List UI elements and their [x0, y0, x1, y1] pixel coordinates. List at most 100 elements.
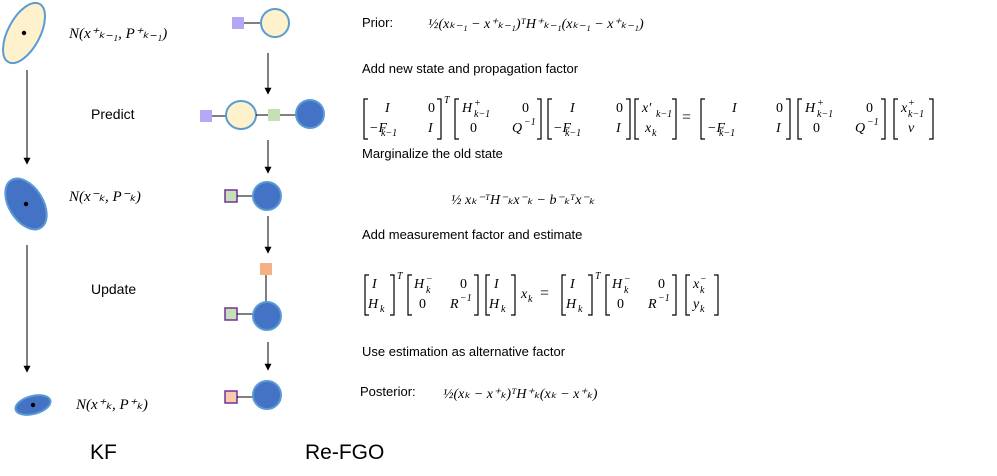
svg-text:0: 0	[419, 297, 426, 312]
svg-text:k−1: k−1	[565, 128, 581, 139]
svg-text:I: I	[569, 101, 576, 116]
svg-text:+: +	[474, 98, 481, 109]
equation-prior: ½(xₖ₋₁ − x⁺ₖ₋₁)ᵀH⁺ₖ₋₁(xₖ₋₁ − x⁺ₖ₋₁)	[428, 17, 644, 32]
svg-text:R: R	[449, 297, 459, 312]
svg-text:H: H	[461, 101, 473, 116]
svg-text:I: I	[384, 101, 391, 116]
svg-text:x: x	[692, 277, 700, 292]
kf-column: N(x⁺ₖ₋₁, P⁺ₖ₋₁) N(x⁻ₖ, P⁻ₖ) N(x⁺ₖ, P⁺ₖ) …	[2, 1, 167, 464]
svg-text:0: 0	[428, 101, 435, 116]
svg-text:I: I	[775, 121, 782, 136]
step-add-measurement: Add measurement factor and estimate	[362, 227, 582, 242]
prior-factor-2	[200, 110, 212, 122]
old-state-node	[225, 100, 257, 130]
label-prior: Prior:	[362, 15, 393, 30]
step-add-state: Add new state and propagation factor	[362, 61, 579, 76]
step-use-estimation: Use estimation as alternative factor	[362, 344, 566, 359]
svg-text:−: −	[624, 274, 631, 285]
svg-text:k: k	[426, 285, 431, 296]
equation-predict-matrix: I 0 −F k−1 I T H + k−1 0 0 Q −1 I 0 −F k…	[363, 95, 934, 140]
svg-text:x: x	[644, 121, 652, 136]
svg-text:0: 0	[813, 121, 820, 136]
svg-text:−1: −1	[524, 117, 536, 128]
svg-text:k−1: k−1	[474, 109, 490, 120]
svg-text:I: I	[371, 277, 378, 292]
svg-text:I: I	[615, 121, 622, 136]
svg-text:=: =	[682, 109, 691, 126]
svg-text:I: I	[427, 121, 434, 136]
marginal-factor-2	[224, 307, 238, 321]
prior-state-node	[260, 8, 290, 38]
svg-text:k−1: k−1	[908, 109, 924, 120]
svg-text:y: y	[691, 297, 700, 312]
svg-text:x′: x′	[641, 101, 652, 116]
svg-text:H: H	[565, 297, 577, 312]
svg-text:+: +	[817, 98, 824, 109]
step-marginalize: Marginalize the old state	[362, 146, 503, 161]
svg-text:Q: Q	[855, 121, 865, 136]
kf-prior-ellipse	[2, 1, 46, 65]
svg-text:H: H	[611, 277, 623, 292]
kf-state-posterior: N(x⁺ₖ, P⁺ₖ)	[75, 397, 148, 413]
svg-text:−1: −1	[658, 293, 670, 304]
svg-text:H: H	[488, 297, 500, 312]
svg-text:0: 0	[866, 101, 873, 116]
label-update: Update	[91, 281, 136, 297]
svg-text:T: T	[595, 271, 602, 282]
svg-text:k−1: k−1	[381, 128, 397, 139]
svg-text:−: −	[700, 274, 707, 285]
svg-text:k−1: k−1	[817, 109, 833, 120]
marginalized-state-node	[252, 181, 282, 211]
svg-text:T: T	[397, 271, 404, 282]
svg-text:I: I	[569, 277, 576, 292]
svg-text:H: H	[413, 277, 425, 292]
svg-text:0: 0	[776, 101, 783, 116]
svg-text:−1: −1	[867, 117, 879, 128]
equation-posterior: ½(xₖ − x⁺ₖ)ᵀH⁺ₖ(xₖ − x⁺ₖ)	[443, 387, 598, 402]
svg-text:k: k	[501, 304, 506, 315]
svg-text:R: R	[647, 297, 657, 312]
svg-text:−F: −F	[553, 121, 571, 136]
svg-text:0: 0	[616, 101, 623, 116]
svg-text:k: k	[700, 285, 705, 296]
svg-text:k: k	[528, 294, 533, 305]
svg-text:I: I	[731, 101, 738, 116]
kf-state-predicted: N(x⁻ₖ, P⁻ₖ)	[68, 189, 141, 205]
svg-text:0: 0	[658, 277, 665, 292]
svg-text:T: T	[444, 95, 451, 106]
equation-update-matrix: I H k T H − k 0 0 R −1 I H k x k = I H k	[364, 271, 719, 316]
svg-text:I: I	[493, 277, 500, 292]
label-kf: KF	[90, 441, 117, 464]
marginal-factor	[224, 189, 238, 203]
svg-text:k−1: k−1	[719, 128, 735, 139]
svg-text:+: +	[908, 98, 915, 109]
svg-text:x: x	[900, 101, 908, 116]
svg-text:k: k	[652, 128, 657, 139]
posterior-state-node	[252, 380, 282, 410]
label-posterior: Posterior:	[360, 384, 416, 399]
kf-posterior-mean-dot	[30, 402, 36, 408]
posterior-factor	[224, 390, 238, 404]
svg-text:0: 0	[617, 297, 624, 312]
equation-marginal: ½ xₖ⁻ᵀH⁻ₖx⁻ₖ − b⁻ₖᵀx⁻ₖ	[451, 193, 596, 208]
svg-text:k: k	[624, 285, 629, 296]
kf-state-prior: N(x⁺ₖ₋₁, P⁺ₖ₋₁)	[68, 26, 167, 42]
svg-text:−: −	[426, 274, 433, 285]
svg-text:k−1: k−1	[656, 109, 672, 120]
equations-column: Prior: ½(xₖ₋₁ − x⁺ₖ₋₁)ᵀH⁺ₖ₋₁(xₖ₋₁ − x⁺ₖ₋…	[360, 15, 934, 402]
svg-text:0: 0	[522, 101, 529, 116]
kf-predicted-mean-dot	[23, 201, 29, 207]
svg-text:−F: −F	[369, 121, 387, 136]
label-refgo: Re-FGO	[305, 441, 384, 464]
kf-prior-mean-dot	[21, 30, 27, 36]
prior-factor	[232, 17, 244, 29]
svg-text:−1: −1	[460, 293, 472, 304]
svg-text:=: =	[540, 285, 549, 302]
svg-text:Q: Q	[512, 121, 522, 136]
updated-state-node	[252, 301, 282, 331]
measurement-factor	[260, 263, 272, 275]
svg-text:k: k	[380, 304, 385, 315]
svg-text:0: 0	[460, 277, 467, 292]
svg-text:H: H	[367, 297, 379, 312]
